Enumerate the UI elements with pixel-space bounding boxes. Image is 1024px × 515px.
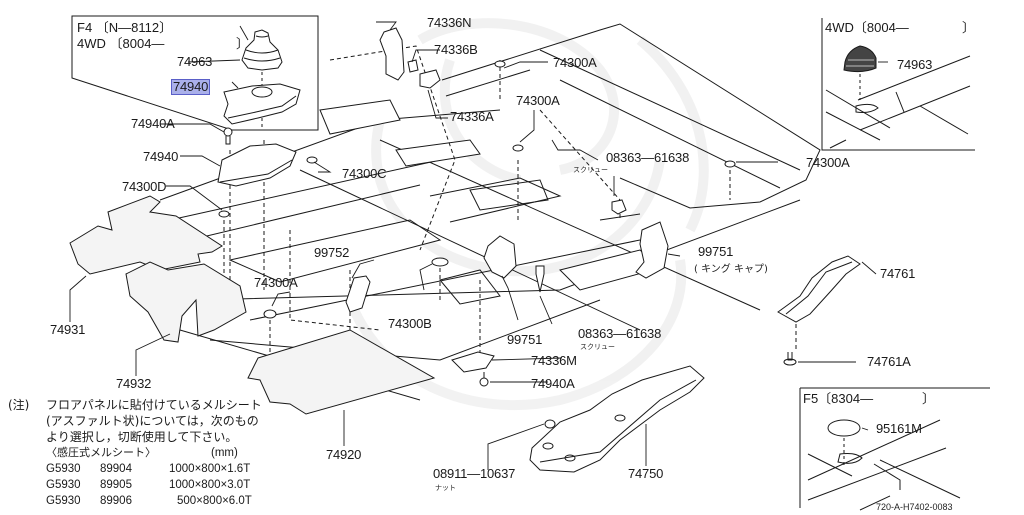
part-label-74750[interactable]: 74750 bbox=[628, 466, 664, 481]
row-number: 89904 bbox=[100, 463, 132, 475]
leader-lines bbox=[69, 21, 888, 470]
inset-f5-title: F5〔8304— bbox=[803, 391, 874, 406]
inset-f5-bracket-close: 〕 bbox=[922, 391, 936, 406]
part-label-74300A-left[interactable]: 74300A bbox=[254, 275, 298, 290]
inset-f4-title-line1: F4 〔N—8112〕 bbox=[77, 20, 173, 35]
inset-4wd-bracket-close: 〕 bbox=[962, 20, 976, 35]
assembly-guide-lines bbox=[223, 45, 797, 360]
part-label-08363-mid[interactable]: 08363—61638 bbox=[578, 326, 662, 341]
part-sublabel-08911: ナット bbox=[435, 484, 456, 492]
nut-08911-shape bbox=[544, 419, 556, 429]
inset-f4-frame bbox=[71, 15, 319, 131]
row-size: 1000×800×1.6T bbox=[169, 463, 251, 475]
row-number: 89905 bbox=[100, 479, 132, 491]
plate-74336M-shape bbox=[451, 351, 495, 373]
floor-panel-shape bbox=[159, 23, 821, 401]
part-label-99751-mid[interactable]: 99751 bbox=[507, 332, 543, 347]
note-line-2: (アスファルト状)については，次のもの bbox=[46, 414, 259, 428]
screw-08363-mid-shape bbox=[535, 265, 545, 293]
part-label-74336A[interactable]: 74336A bbox=[450, 109, 494, 124]
note-line-3: より選択し，切断使用して下さい。 bbox=[46, 430, 238, 444]
bracket-74761-shape bbox=[777, 255, 861, 323]
bolt-74336B-shape bbox=[407, 59, 419, 73]
part-label-74300D[interactable]: 74300D bbox=[122, 179, 167, 194]
note-unit: (mm) bbox=[211, 447, 238, 459]
diagram-reference-code: 720-A-H7402-0083 bbox=[876, 502, 953, 512]
part-label-74761A[interactable]: 74761A bbox=[867, 354, 911, 369]
part-label-74300A-right[interactable]: 74300A bbox=[806, 155, 850, 170]
cover-74750-shape bbox=[529, 365, 705, 473]
part-label-74761[interactable]: 74761 bbox=[880, 266, 916, 281]
mat-74932-shape bbox=[125, 261, 247, 343]
part-sublabel-08363-top: スクリュー bbox=[573, 166, 608, 174]
note-line-1: フロアパネルに貼付けているメルシート bbox=[46, 398, 262, 412]
part-99752-shape bbox=[345, 275, 371, 313]
boot-74963-right-shape bbox=[843, 45, 877, 73]
plug-shapes bbox=[218, 60, 736, 319]
plate-74940-shape bbox=[217, 143, 297, 187]
grommet-95161M-shape bbox=[827, 419, 861, 437]
part-label-74920[interactable]: 74920 bbox=[326, 447, 362, 462]
part-label-74940[interactable]: 74940 bbox=[143, 149, 179, 164]
part-label-99752[interactable]: 99752 bbox=[314, 245, 350, 260]
row-number: 89906 bbox=[100, 495, 132, 507]
part-label-74932[interactable]: 74932 bbox=[116, 376, 152, 391]
row-code: G5930 bbox=[46, 463, 81, 475]
part-label-08363-top[interactable]: 08363—61638 bbox=[606, 150, 690, 165]
inset-4wd-frame bbox=[821, 18, 975, 151]
row-code: G5930 bbox=[46, 495, 81, 507]
mat-74920-shape bbox=[247, 329, 436, 415]
part-label-74940A-top[interactable]: 74940A bbox=[131, 116, 175, 131]
part-label-74940A-bottom[interactable]: 74940A bbox=[531, 376, 575, 391]
part-label-74963-right[interactable]: 74963 bbox=[897, 57, 933, 72]
watermark bbox=[345, 18, 709, 411]
stud-74336A-shape bbox=[419, 69, 441, 89]
row-size: 500×800×6.0T bbox=[177, 495, 252, 507]
row-code: G5930 bbox=[46, 479, 81, 491]
clip-74940A-shape bbox=[223, 127, 233, 145]
note-marker: (注) bbox=[8, 398, 30, 412]
inset-f4-title-line2: 4WD 〔8004— bbox=[77, 36, 165, 51]
clip-74940A-bottom-shape bbox=[479, 372, 489, 387]
mat-74931-shape bbox=[69, 195, 223, 275]
part-label-74931[interactable]: 74931 bbox=[50, 322, 86, 337]
part-sublabel-99751-right: ( キング キャプ) bbox=[694, 264, 768, 275]
inset-f5-frame bbox=[799, 387, 990, 508]
part-label-74940-selected[interactable]: 74940 bbox=[171, 79, 211, 95]
part-label-74300B[interactable]: 74300B bbox=[388, 316, 432, 331]
bolt-74761A-shape bbox=[783, 352, 797, 366]
screw-08363-top-shape bbox=[611, 199, 627, 215]
part-label-74300C[interactable]: 74300C bbox=[342, 166, 387, 181]
inset-4wd-title: 4WD〔8004— bbox=[825, 20, 909, 35]
part-99751-mid-shape bbox=[483, 235, 517, 279]
bracket-74336N-shape bbox=[379, 27, 405, 81]
part-sublabel-08363-mid: スクリュー bbox=[580, 343, 615, 351]
part-label-74336N[interactable]: 74336N bbox=[427, 15, 472, 30]
part-label-74336M[interactable]: 74336M bbox=[531, 353, 577, 368]
part-label-74336B[interactable]: 74336B bbox=[434, 42, 478, 57]
part-label-95161M[interactable]: 95161M bbox=[876, 421, 922, 436]
cap-99751-right-shape bbox=[635, 221, 669, 279]
part-label-08911[interactable]: 08911—10637 bbox=[433, 466, 516, 481]
inset-f4-bracket-close: 〕 bbox=[236, 36, 250, 51]
plate-74940-inset-shape bbox=[223, 83, 301, 125]
part-label-74300A-top[interactable]: 74300A bbox=[553, 55, 597, 70]
note-line-4: 〈感圧式メルシート〉 bbox=[46, 446, 156, 459]
row-size: 1000×800×3.0T bbox=[169, 479, 251, 491]
part-label-99751-right[interactable]: 99751 bbox=[698, 244, 734, 259]
part-label-74300A-mid[interactable]: 74300A bbox=[516, 93, 560, 108]
boot-74963-shape bbox=[241, 29, 283, 71]
part-label-74963-inset[interactable]: 74963 bbox=[177, 54, 213, 69]
